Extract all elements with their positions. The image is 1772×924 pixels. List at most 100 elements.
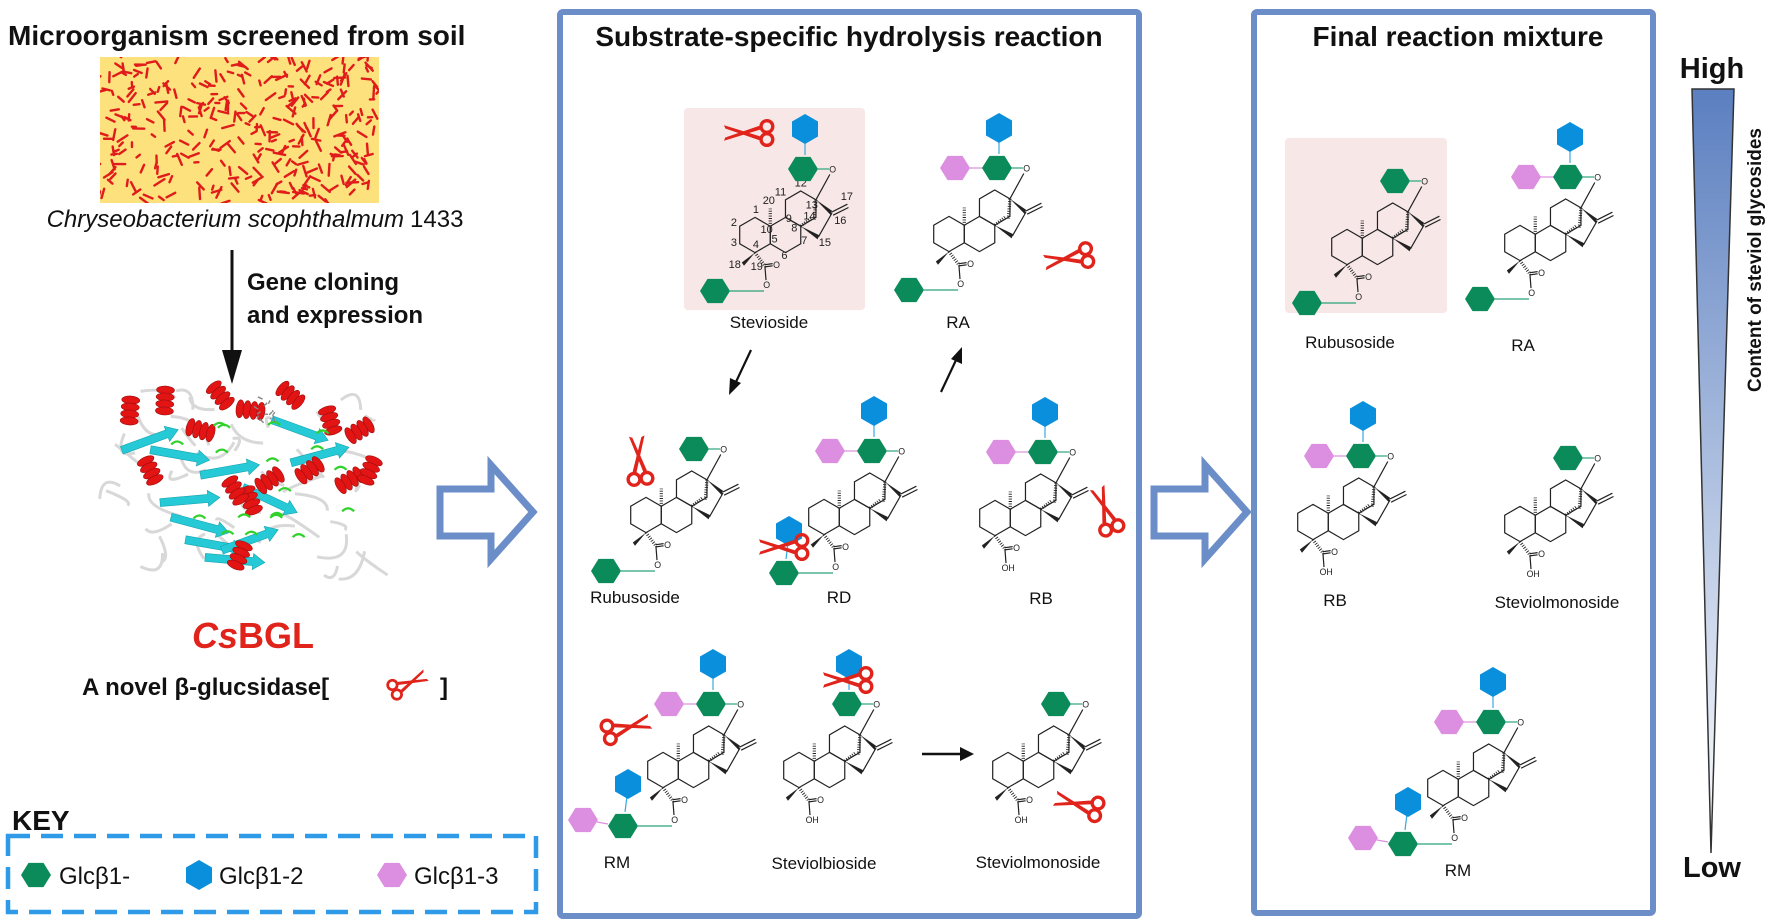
alpha-helix <box>206 380 235 411</box>
bacterium-rod <box>259 194 264 202</box>
bacterium-rod <box>257 147 264 153</box>
molecule-label: Rubusoside <box>1305 333 1395 352</box>
bacterium-rod <box>331 155 336 162</box>
bacterium-rod <box>371 108 379 120</box>
protein-turn <box>215 448 229 454</box>
bacterium-rod <box>220 199 231 203</box>
bacterium-rod <box>317 194 327 203</box>
beta-sheet <box>289 442 350 467</box>
protein-loop <box>316 534 349 560</box>
final-panel-title: Final reaction mixture <box>1313 21 1604 52</box>
bacterium-rod <box>371 125 376 136</box>
bacterium-rod <box>132 72 139 78</box>
bacterium-rod <box>290 57 296 67</box>
bacterium-rod <box>157 172 171 179</box>
key-box <box>5 833 539 915</box>
bacterium-rod <box>191 141 201 151</box>
protein-turn <box>237 513 251 519</box>
alpha-helix <box>275 380 306 410</box>
bacterium-rod <box>208 139 216 148</box>
bacterium-rod <box>311 187 317 199</box>
bacterium-rod <box>278 95 286 100</box>
glc12-sugar-icon <box>792 114 818 144</box>
bacterium-rod <box>365 142 370 156</box>
steviol-core: OOO <box>630 444 740 570</box>
bacterium-rod <box>145 60 157 65</box>
bacterium-rod <box>179 152 190 159</box>
bacterium-rod <box>100 131 109 137</box>
protein-loop <box>188 396 215 412</box>
enzyme-description: A novel β-glucsidase[ <box>82 674 329 701</box>
bacterium-rod <box>211 147 221 152</box>
enzyme-name-suffix: BGL <box>238 615 314 656</box>
content-gradient-triangle <box>1691 88 1735 854</box>
bacterium-rod <box>127 113 131 122</box>
glc12-sugar-icon <box>986 113 1012 143</box>
bacterium-rod <box>372 85 376 99</box>
carbon-number-label: 16 <box>834 215 846 227</box>
bacterium-rod <box>287 57 292 65</box>
bacterium-rod <box>187 98 196 104</box>
bacterium-rod <box>165 191 177 199</box>
bacterium-rod <box>135 153 142 159</box>
glc-sugar-icon <box>769 560 799 586</box>
step-line-2: and expression <box>247 302 423 329</box>
bacterium-rod <box>276 190 291 195</box>
molecule-label: RM <box>1445 861 1471 880</box>
steviol-core: OOO <box>1504 172 1614 298</box>
protein-turn <box>315 429 330 435</box>
bacterium-rod <box>237 88 245 98</box>
atom-label-ester-oxygen: O <box>832 562 839 572</box>
bacterium-rod <box>283 169 296 179</box>
bacterium-rod <box>100 190 102 197</box>
steviol-core: OOO <box>808 446 918 572</box>
scissors-icon <box>384 664 432 703</box>
atom-label-ester-oxygen: O <box>1528 288 1535 298</box>
bacterium-rod <box>211 184 215 191</box>
bacterium-rod <box>347 63 355 72</box>
bacterium-rod <box>203 128 209 139</box>
bacterium-rod <box>257 57 266 64</box>
bacterium-rod <box>258 79 262 87</box>
protein-turn <box>341 507 355 513</box>
bacterium-rod <box>100 75 102 79</box>
bacterium-rod <box>250 130 258 136</box>
bacterium-rod <box>359 107 364 117</box>
bacterium-rod <box>299 78 311 89</box>
bacterium-rod <box>176 152 184 166</box>
glc-sugar-icon <box>700 278 730 304</box>
glc13-sugar-icon <box>1348 825 1378 851</box>
bacterium-rod <box>235 112 243 122</box>
glc-sugar-icon <box>679 436 709 462</box>
bacterium-rod <box>226 70 235 75</box>
key-glc13-icon <box>377 862 407 888</box>
bacterium-rod <box>295 65 304 72</box>
bacterium-rod <box>207 97 215 106</box>
bacterium-rod <box>145 117 155 124</box>
glc12-sugar-icon <box>861 396 887 426</box>
bacterium-rod <box>234 177 239 185</box>
bacterium-rod <box>178 139 190 146</box>
beta-sheet <box>149 445 211 467</box>
alpha-helix <box>344 416 375 444</box>
enzyme-name-prefix: Cs <box>192 615 238 656</box>
bacterium-rod <box>348 188 356 196</box>
bacterium-rod <box>356 173 365 182</box>
bacterium-rod <box>127 91 137 104</box>
glc13-sugar-icon <box>940 155 970 181</box>
alpha-helix <box>318 405 343 436</box>
bacterium-rod <box>300 61 308 73</box>
protein-loop <box>282 474 323 494</box>
glc-sugar-icon <box>1028 439 1058 465</box>
key-item-label: Glcβ1- <box>59 863 130 890</box>
atom-label-carbonyl-oxygen: O <box>1538 549 1545 559</box>
alpha-helix <box>221 475 249 506</box>
protein-turn <box>220 530 235 536</box>
atom-label-carbonyl-oxygen: O <box>842 542 849 552</box>
bacterium-rod <box>341 57 345 65</box>
protein-loop <box>136 415 163 437</box>
bacterium-rod <box>356 113 362 123</box>
bacterium-rod <box>303 121 308 130</box>
